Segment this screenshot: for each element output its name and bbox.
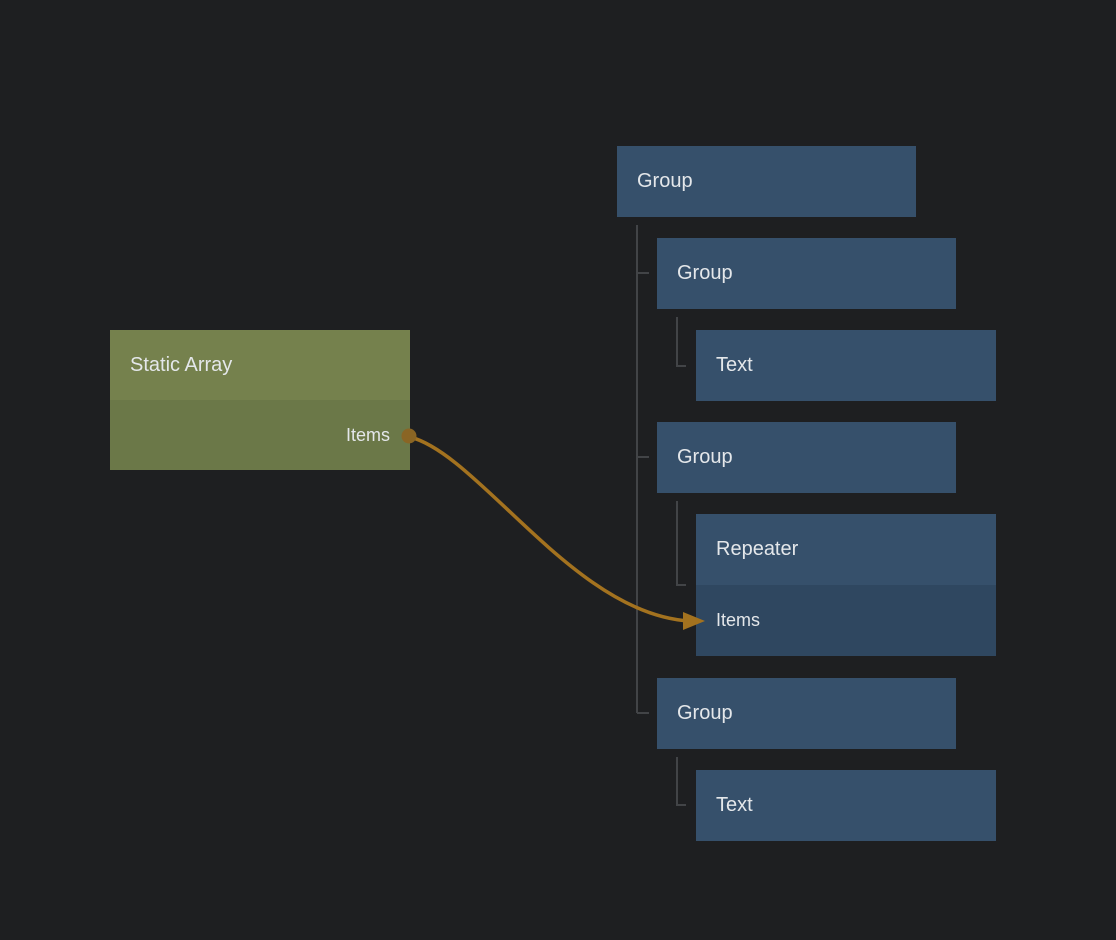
tree-connectors [636,225,686,806]
node-repeater-title: Repeater [716,538,799,560]
node-text-2[interactable]: Text [696,770,996,841]
node-group-1[interactable]: Group [657,238,956,309]
tree-line-group2-child [676,501,686,586]
node-text-1-header: Text [696,330,996,401]
node-group-3-header: Group [657,678,956,749]
node-text-1[interactable]: Text [696,330,996,401]
tree-line-group1-child [676,317,686,367]
node-text-1-title: Text [716,354,753,376]
node-repeater-items-input-row[interactable]: Items [696,585,996,656]
node-static-array-header: Static Array [110,330,410,400]
input-port-label: Items [716,610,761,630]
output-port-label: Items [345,424,390,445]
tree-line-group3-child [676,757,686,806]
node-text-2-title: Text [716,794,753,816]
node-group-root-header: Group [617,146,916,217]
items-connection-wire[interactable] [409,435,691,623]
tree-line-root-children [636,225,649,714]
output-port-dot[interactable] [401,428,417,444]
node-static-array-output-row: Items [110,400,410,470]
node-group-2-title: Group [677,446,733,468]
node-static-array-title: Static Array [130,353,233,376]
node-repeater-header: Repeater [696,514,996,585]
node-repeater[interactable]: Repeater Items [696,514,996,656]
node-static-array[interactable]: Static Array Items [110,330,410,470]
node-group-1-header: Group [657,238,956,309]
node-group-3-title: Group [677,702,733,724]
node-group-root[interactable]: Group [617,146,916,217]
items-connection[interactable] [401,428,706,631]
node-group-1-title: Group [677,262,733,284]
node-text-2-header: Text [696,770,996,841]
node-group-root-title: Group [637,170,693,192]
node-group-3[interactable]: Group [657,678,956,749]
node-group-2-header: Group [657,422,956,493]
wire-arrowhead-icon [683,612,705,630]
node-group-2[interactable]: Group [657,422,956,493]
